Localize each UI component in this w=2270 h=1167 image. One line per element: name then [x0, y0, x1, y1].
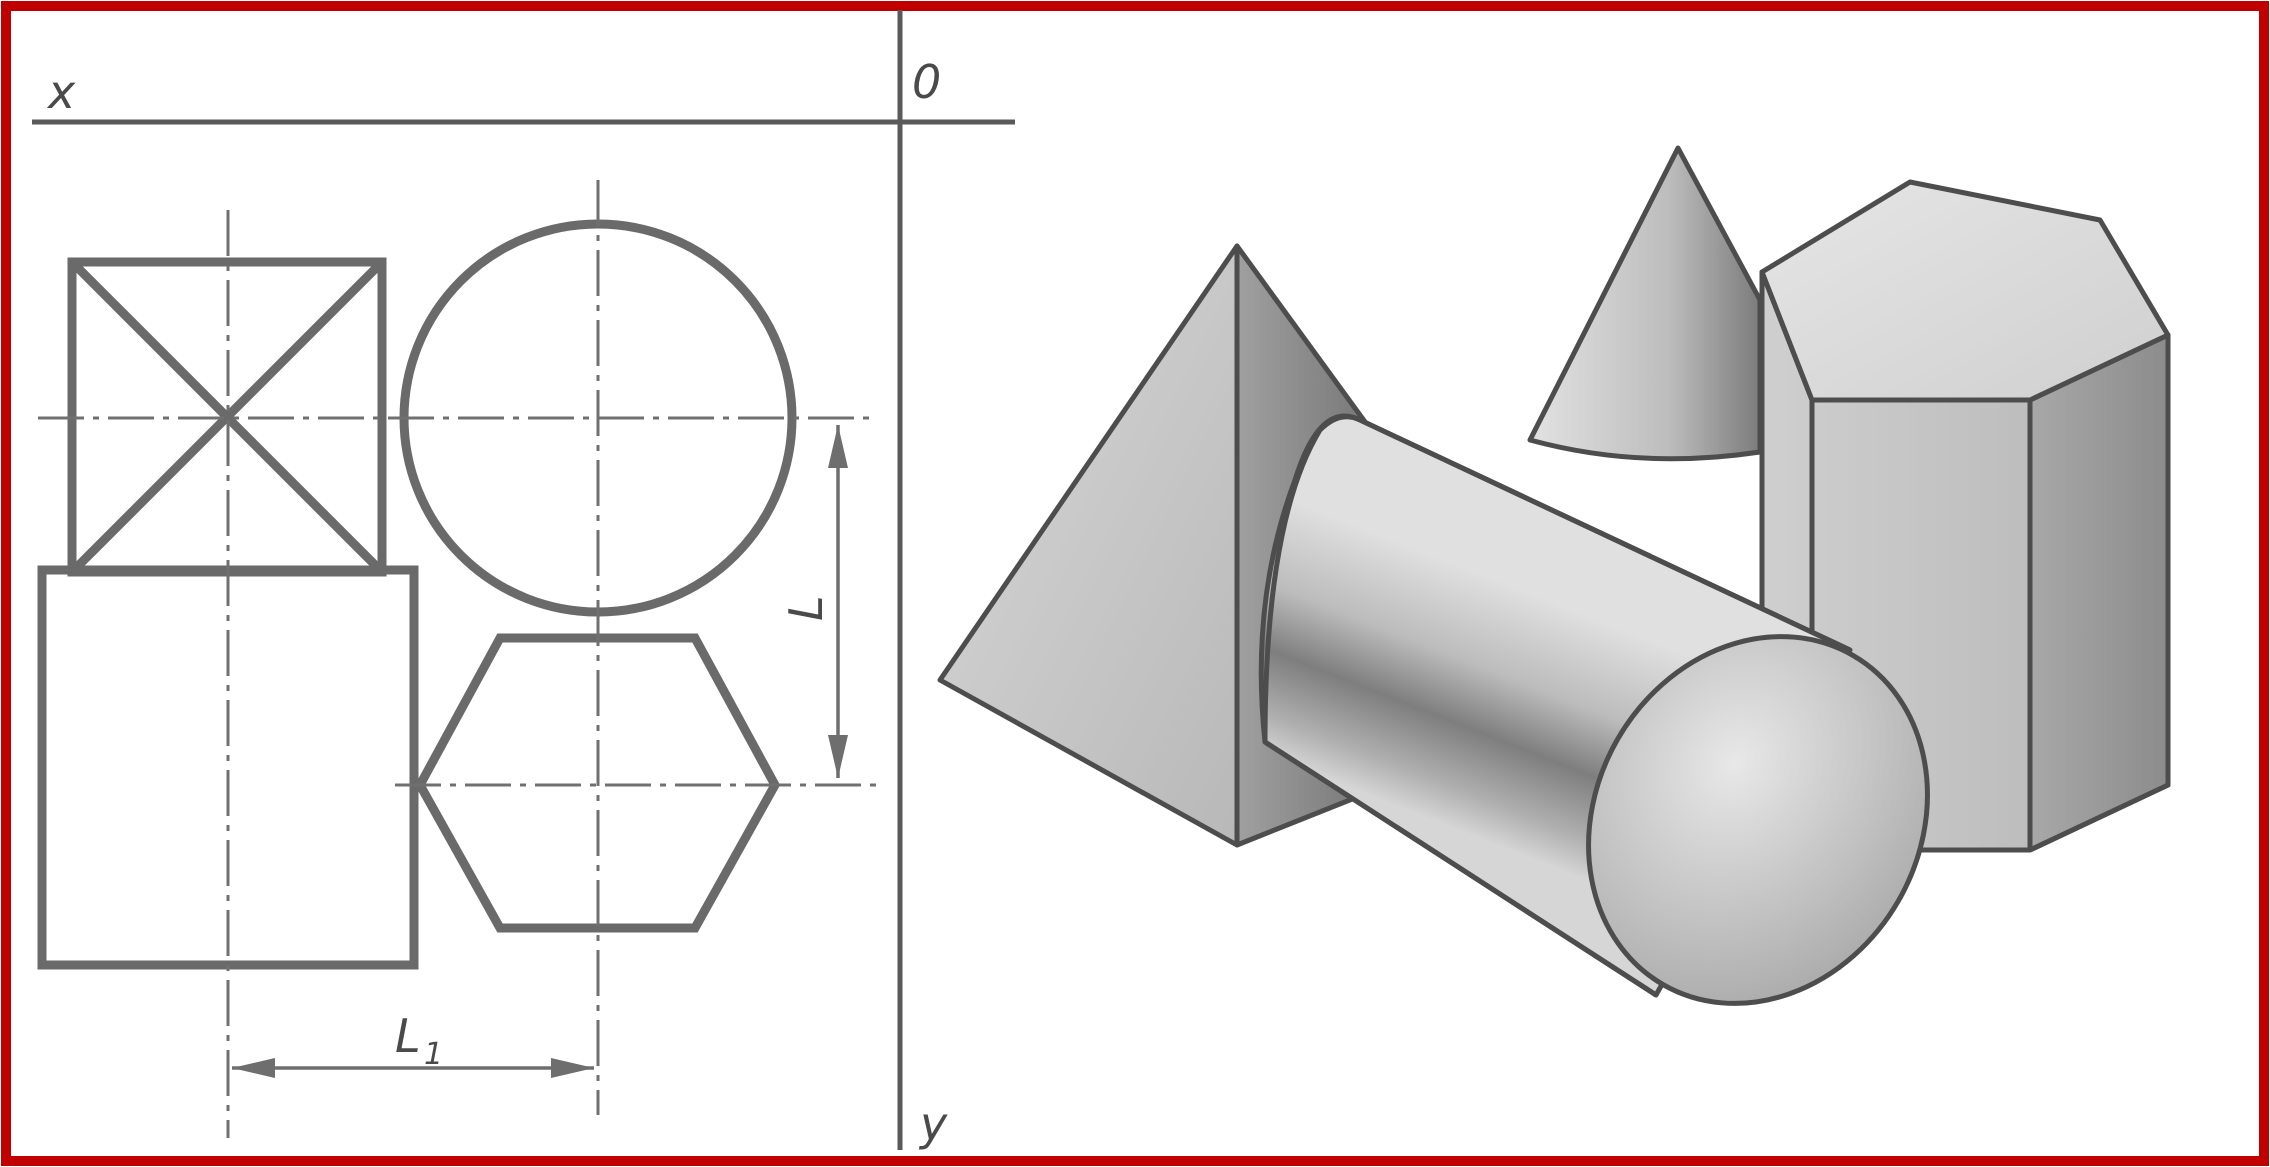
orthographic-views: x 0 y L L: [32, 10, 1015, 1151]
y-axis-label: y: [918, 1097, 948, 1151]
dimension-vertical: L: [779, 425, 848, 778]
x-axis-label: x: [46, 65, 76, 119]
cylinder-side-view: [37, 565, 419, 970]
dimension-horizontal: L 1: [232, 1009, 594, 1078]
dimension-horizontal-subscript: 1: [424, 1037, 443, 1072]
dimension-horizontal-label: L: [395, 1009, 421, 1063]
cylinder-solid: [1258, 413, 1930, 1006]
origin-label: 0: [912, 55, 941, 109]
dimension-vertical-label: L: [779, 595, 833, 621]
solids-3d-view: [937, 145, 2171, 1006]
cone-solid: [1527, 145, 1763, 462]
